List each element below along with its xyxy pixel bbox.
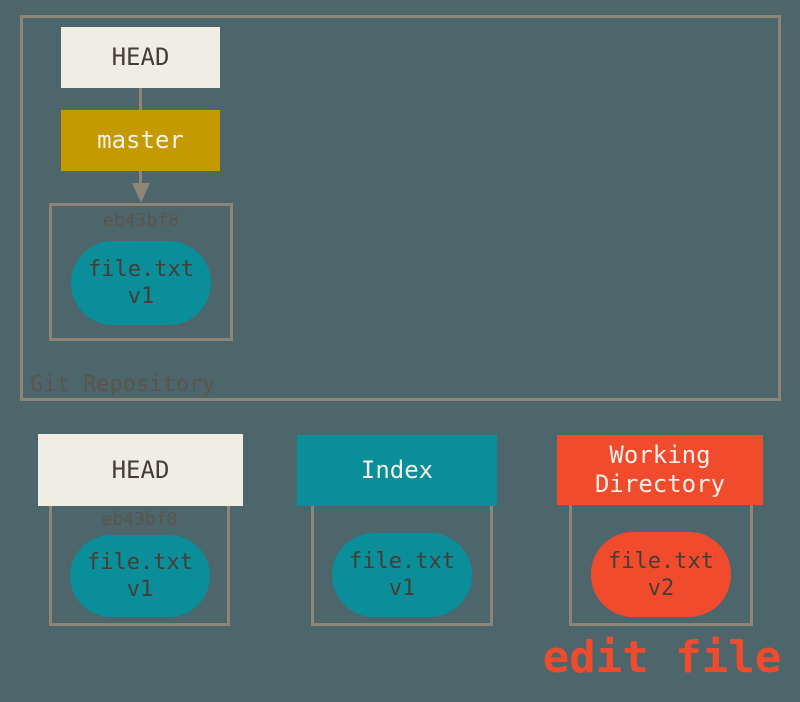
head-column-label: HEAD [111, 455, 170, 484]
file-blob-head: file.txt v1 [70, 535, 210, 617]
file-name-label: file.txt [349, 549, 455, 574]
file-version-label: v1 [126, 577, 154, 602]
file-blob-repository: file.txt v1 [71, 241, 211, 325]
master-branch-box: master [61, 110, 220, 171]
head-snapshot-box: eb43bf8 file.txt v1 [49, 502, 230, 626]
file-name-label: file.txt [87, 550, 193, 575]
edit-file-annotation: edit file [542, 632, 782, 683]
master-to-commit-line [139, 171, 142, 184]
head-ref-box: HEAD [61, 27, 220, 88]
file-version-label: v1 [388, 576, 416, 601]
index-column-header: Index [297, 435, 497, 506]
working-directory-column-header: Working Directory [557, 435, 763, 505]
index-column-label: Index [360, 456, 434, 484]
git-repository-container [20, 15, 781, 401]
working-directory-snapshot-box: file.txt v2 [569, 502, 753, 626]
index-snapshot-box: file.txt v1 [311, 502, 493, 626]
head-commit-id-label: eb43bf8 [101, 509, 178, 530]
master-branch-label: master [97, 126, 184, 154]
head-ref-label: HEAD [111, 43, 170, 71]
arrow-down-icon [132, 183, 150, 203]
file-name-label: file.txt [608, 548, 714, 574]
file-blob-index: file.txt v1 [332, 533, 472, 617]
head-to-master-line [139, 88, 142, 111]
commit-box: eb43bf8 file.txt v1 [49, 203, 233, 341]
git-repository-label: Git Repository [30, 372, 216, 397]
working-directory-column-label: Working Directory [594, 441, 726, 498]
file-name-label: file.txt [88, 257, 194, 282]
file-version-label: v2 [647, 575, 675, 601]
head-column-header: HEAD [38, 434, 243, 506]
commit-id-label: eb43bf8 [103, 210, 179, 231]
file-blob-working-directory: file.txt v2 [591, 532, 731, 617]
file-version-label: v1 [127, 284, 155, 309]
